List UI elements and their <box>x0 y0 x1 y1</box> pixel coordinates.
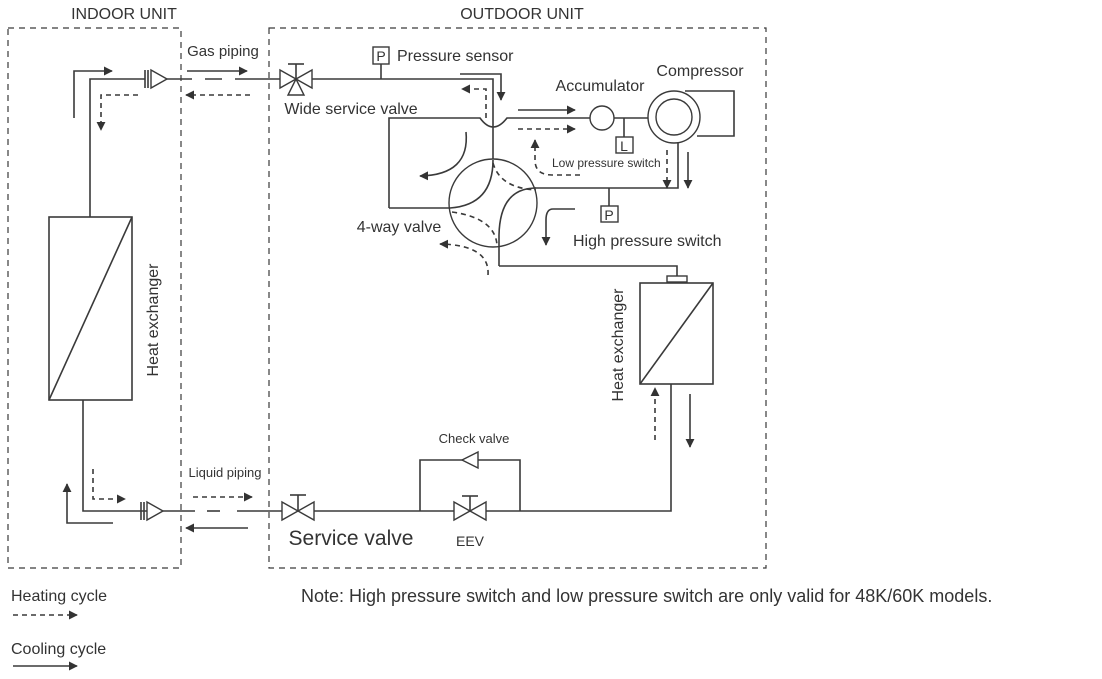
indoor-gas-pipe <box>89 78 145 217</box>
four-way-valve <box>448 158 538 266</box>
outdoor-unit-boundary <box>268 27 767 569</box>
liquid-flare-connector <box>140 500 165 522</box>
wide-service-valve-label: Wide service valve <box>284 101 417 118</box>
liquid-piping-label: Liquid piping <box>188 465 261 480</box>
legend-heating-label: Heating cycle <box>11 588 107 605</box>
wide-service-valve <box>279 63 313 96</box>
pressure-sensor-symbol: P <box>376 48 385 64</box>
indoor-unit-label: INDOOR UNIT <box>71 6 177 23</box>
outdoor-heat-exchanger-label: Heat exchanger <box>610 288 627 402</box>
cooling-flow-arrow <box>419 131 468 181</box>
discharge-line <box>520 143 679 189</box>
heating-flow-arrow <box>530 139 580 176</box>
check-valve <box>460 450 479 470</box>
check-valve-label: Check valve <box>439 431 510 446</box>
indoor-heat-exchanger <box>48 216 133 401</box>
low-pressure-switch <box>615 136 634 154</box>
indoor-heat-exchanger-label: Heat exchanger <box>145 263 162 377</box>
cooling-flow-arrow <box>541 208 575 246</box>
heating-flow-arrow <box>96 94 138 131</box>
eev <box>453 495 487 522</box>
heating-flow-arrow <box>92 469 126 504</box>
service-valve-label: Service valve <box>289 527 414 550</box>
high-pressure-switch-symbol: P <box>604 207 613 223</box>
compressor-label: Compressor <box>656 63 744 80</box>
pressure-sensor-label: Pressure sensor <box>397 48 514 65</box>
outdoor-heat-exchanger <box>639 282 714 385</box>
accumulator <box>589 105 615 131</box>
cooling-flow-arrow <box>73 66 113 118</box>
accumulator-label: Accumulator <box>556 78 646 95</box>
heating-flow-arrow <box>439 239 489 276</box>
line-to-outdoor-hx <box>499 265 678 278</box>
compressor <box>647 90 735 144</box>
indoor-liquid-pipe <box>82 400 147 512</box>
indoor-unit-boundary <box>7 27 182 569</box>
low-pressure-switch-label: Low pressure switch <box>552 156 661 170</box>
outdoor-liquid-line <box>313 384 672 512</box>
suction-line <box>388 117 590 208</box>
four-way-valve-label: 4-way valve <box>357 219 442 236</box>
gas-line-to-4way <box>312 78 494 160</box>
note-text: Note: High pressure switch and low press… <box>301 586 992 606</box>
pressure-sensor <box>372 46 390 65</box>
low-pressure-switch-symbol: L <box>620 138 628 154</box>
gas-flare-connector <box>144 68 169 90</box>
legend-cooling-label: Cooling cycle <box>11 641 106 658</box>
heating-flow-arrow <box>461 84 487 118</box>
cooling-flow-arrow <box>460 73 506 101</box>
eev-label: EEV <box>456 533 485 549</box>
gas-piping-label: Gas piping <box>187 43 259 60</box>
high-pressure-switch <box>600 205 619 223</box>
service-valve <box>281 494 315 522</box>
cooling-flow-arrow <box>62 483 113 524</box>
outdoor-unit-label: OUTDOOR UNIT <box>460 6 584 23</box>
high-pressure-switch-label: High pressure switch <box>573 233 722 250</box>
